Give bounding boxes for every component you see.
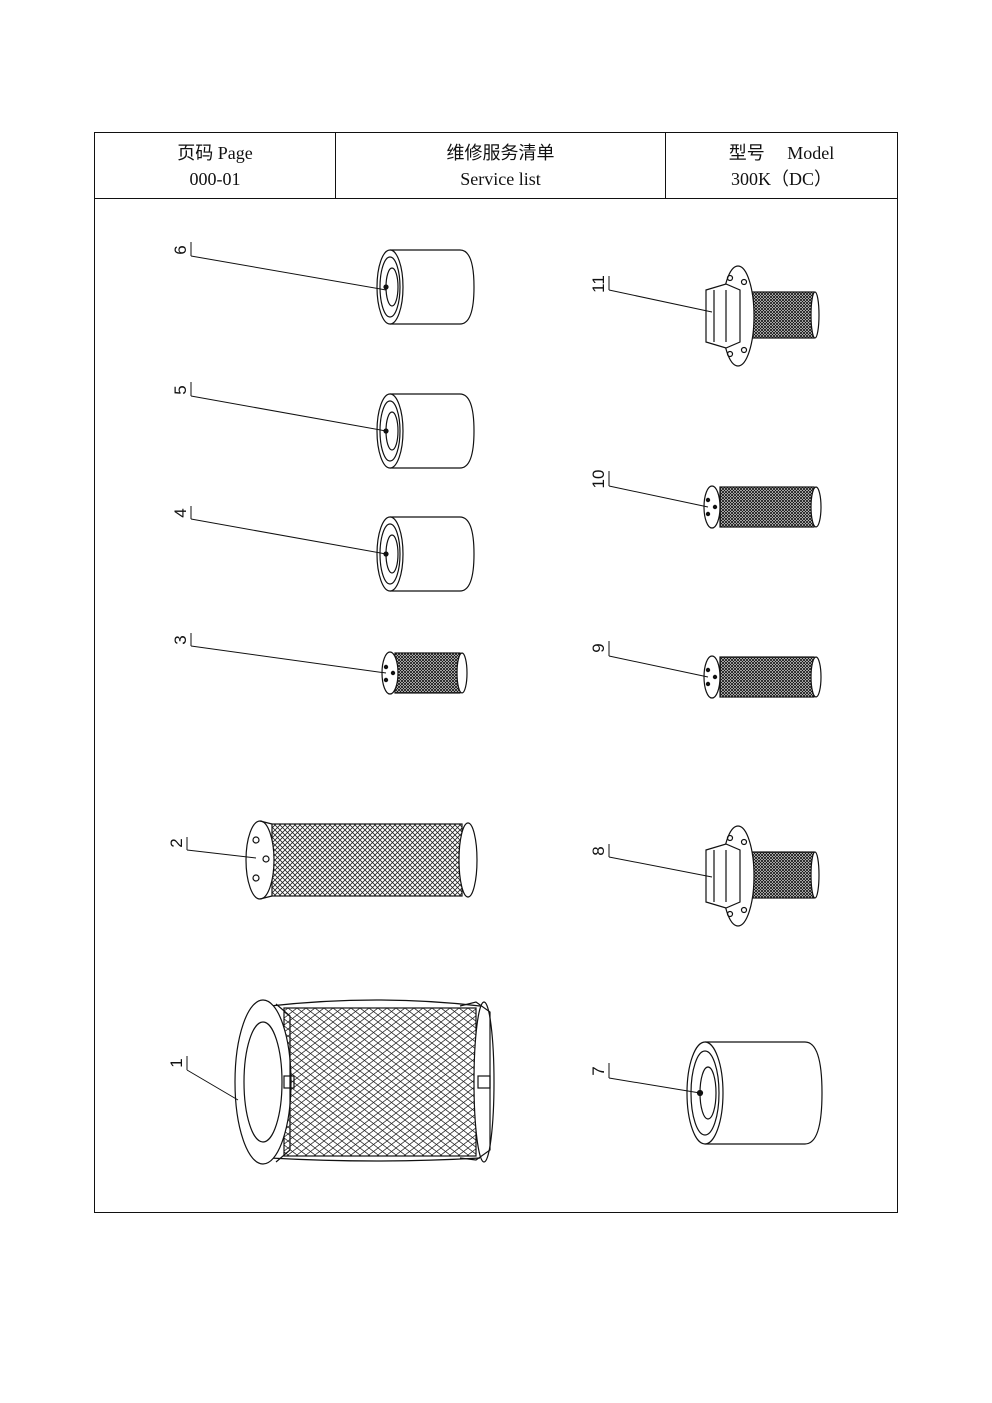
part-2-cartridge [245,820,478,900]
part-4-filter [376,516,475,592]
part-9-cartridge [703,655,822,699]
callout-5: 5 [171,385,190,394]
callout-1: 1 [167,1058,186,1067]
model-label: 型号 Model [728,142,835,163]
part-3-cartridge [381,651,468,695]
part-5-filter [376,393,475,469]
page-cell: 页码 Page 000-01 [95,133,336,198]
page-number: 000-01 [189,168,241,189]
service-sheet: 页码 Page 000-01 维修服务清单 Service list 型号 Mo… [94,132,898,1213]
page-label: 页码 Page [177,142,253,163]
model-cell: 型号 Model 300K（DC） [666,133,897,198]
callout-9: 9 [589,643,608,652]
part-7-filter [686,1041,823,1145]
part-8-strainer [705,825,820,927]
title-english: Service list [460,168,541,189]
part-1-element [234,999,495,1165]
callout-labels: 6 5 4 3 2 1 11 10 9 8 7 [167,245,608,1075]
part-10-cartridge [703,485,822,529]
callout-4: 4 [171,508,190,517]
callout-3: 3 [171,635,190,644]
callout-11: 11 [589,275,608,293]
title-cell: 维修服务清单 Service list [336,133,666,198]
part-11-strainer [705,265,820,367]
model-value: 300K（DC） [730,168,832,189]
title-chinese: 维修服务清单 [446,142,555,163]
leader-lines [186,242,713,1101]
callout-7: 7 [589,1066,608,1075]
sheet-header: 页码 Page 000-01 维修服务清单 Service list 型号 Mo… [95,133,897,199]
callout-6: 6 [171,245,190,254]
callout-8: 8 [589,846,608,855]
callout-2: 2 [167,838,186,847]
callout-10: 10 [589,470,608,489]
part-6-filter [376,249,475,325]
